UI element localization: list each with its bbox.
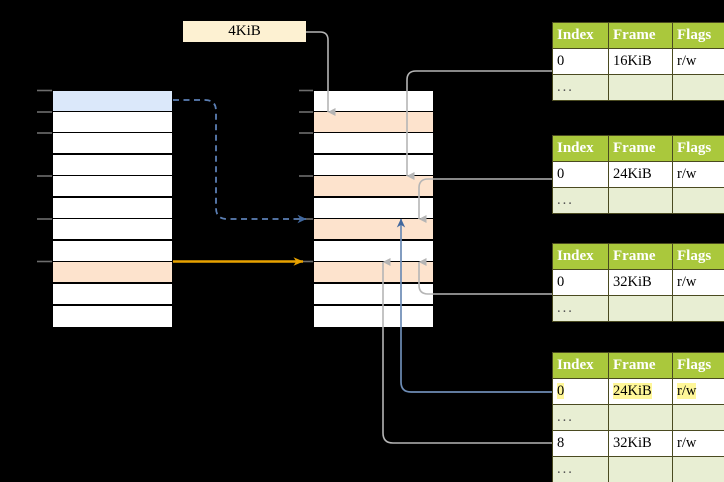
cell-flags — [672, 456, 724, 482]
vas-row-6[interactable] — [52, 218, 173, 240]
page-table-3: Index Frame Flags 0 32KiB r/w ... — [552, 243, 724, 322]
vas-row-10[interactable] — [52, 305, 173, 328]
cell-frame — [608, 456, 673, 482]
page-table-4: Index Frame Flags 0 24KiB r/w ... 8 32Ki… — [552, 352, 724, 482]
header-index: Index — [552, 352, 609, 379]
pmem-row-8[interactable] — [313, 261, 434, 283]
cell-frame — [608, 404, 673, 431]
cell-flags — [672, 187, 724, 214]
cell-flags — [672, 404, 724, 431]
cell-index[interactable]: 0 — [552, 378, 609, 405]
table-header-row: Index Frame Flags — [552, 243, 724, 270]
cell-frame — [608, 187, 673, 214]
table-row: ... — [552, 295, 724, 322]
table-header-row: Index Frame Flags — [552, 135, 724, 162]
header-flags: Flags — [672, 352, 724, 379]
pmem-row-4[interactable] — [313, 175, 434, 197]
cell-frame[interactable]: 32KiB — [608, 430, 673, 457]
table-header-row: Index Frame Flags — [552, 22, 724, 49]
virtual-address-space-column — [52, 90, 173, 328]
cell-flags[interactable]: r/w — [672, 161, 724, 188]
table-row: 0 16KiB r/w — [552, 48, 724, 75]
vas-row-8[interactable] — [52, 261, 173, 283]
pmem-tick-marks — [299, 89, 313, 263]
page-table-2: Index Frame Flags 0 24KiB r/w ... — [552, 135, 724, 214]
wire-table4-row0-to-pmem6 — [396, 218, 552, 393]
header-frame: Frame — [608, 22, 673, 49]
cell-frame[interactable]: 32KiB — [608, 269, 673, 296]
header-frame: Frame — [608, 243, 673, 270]
cell-flags[interactable]: r/w — [672, 48, 724, 75]
vas-row-2[interactable] — [52, 132, 173, 154]
header-index: Index — [552, 22, 609, 49]
table-row: 8 32KiB r/w — [552, 430, 724, 457]
cell-index[interactable]: 0 — [552, 161, 609, 188]
vas-row-4[interactable] — [52, 175, 173, 197]
header-index: Index — [552, 135, 609, 162]
size-label-4kib: 4KiB — [183, 21, 306, 42]
header-flags: Flags — [672, 135, 724, 162]
cell-index[interactable]: 0 — [552, 48, 609, 75]
table-header-row: Index Frame Flags — [552, 352, 724, 379]
table-row: ... — [552, 187, 724, 214]
cell-index[interactable]: 0 — [552, 269, 609, 296]
wire-table3-to-pmem8 — [418, 258, 552, 295]
page-table-1: Index Frame Flags 0 16KiB r/w ... — [552, 22, 724, 101]
cell-index: ... — [552, 187, 609, 214]
wire-table1-to-pmem4 — [406, 70, 552, 180]
cell-flags[interactable]: r/w — [672, 430, 724, 457]
pmem-row-10[interactable] — [313, 305, 434, 328]
table-row: ... — [552, 404, 724, 431]
wire-4kib-to-pmem1 — [306, 31, 336, 116]
wire-vas0-to-pmem6 — [173, 99, 307, 224]
table-row: ... — [552, 74, 724, 101]
wire-table2-to-pmem6 — [418, 178, 552, 223]
cell-frame[interactable]: 16KiB — [608, 48, 673, 75]
table-row: 0 32KiB r/w — [552, 269, 724, 296]
header-frame: Frame — [608, 352, 673, 379]
physical-memory-column — [313, 90, 434, 328]
cell-frame — [608, 295, 673, 322]
wire-table4-row8-to-pmem8 — [382, 258, 552, 444]
cell-flags — [672, 74, 724, 101]
cell-frame[interactable]: 24KiB — [608, 378, 673, 405]
cell-index: ... — [552, 456, 609, 482]
header-index: Index — [552, 243, 609, 270]
header-flags: Flags — [672, 243, 724, 270]
cell-index: ... — [552, 74, 609, 101]
cell-index: ... — [552, 404, 609, 431]
pmem-row-2[interactable] — [313, 132, 434, 154]
table-row: ... — [552, 456, 724, 482]
cell-flags[interactable]: r/w — [672, 269, 724, 296]
header-flags: Flags — [672, 22, 724, 49]
table-row: 0 24KiB r/w — [552, 161, 724, 188]
cell-frame[interactable]: 24KiB — [608, 161, 673, 188]
header-frame: Frame — [608, 135, 673, 162]
cell-index[interactable]: 8 — [552, 430, 609, 457]
vas-tick-marks — [37, 89, 52, 263]
table-row: 0 24KiB r/w — [552, 378, 724, 405]
cell-index: ... — [552, 295, 609, 322]
cell-flags[interactable]: r/w — [672, 378, 724, 405]
vas-row-9[interactable] — [52, 283, 173, 305]
cell-flags — [672, 295, 724, 322]
cell-frame — [608, 74, 673, 101]
